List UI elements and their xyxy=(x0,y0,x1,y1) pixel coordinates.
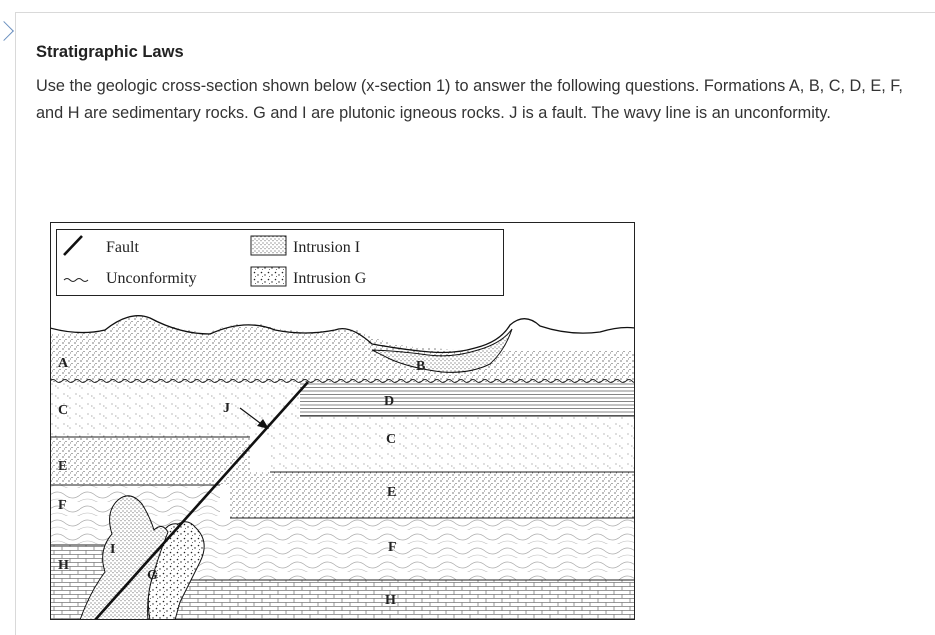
label-i: I xyxy=(110,542,115,557)
land-surface-line xyxy=(51,315,634,354)
layer-e-right xyxy=(230,472,634,518)
layer-a xyxy=(51,316,634,382)
label-g: G xyxy=(147,568,158,583)
layer-e-left xyxy=(51,437,250,485)
label-f-left: F xyxy=(58,498,67,513)
label-f-right: F xyxy=(388,540,397,555)
unconformity-legend-icon xyxy=(63,278,89,282)
fault-arrow-head xyxy=(257,419,269,429)
label-e-left: E xyxy=(58,459,67,474)
fault-legend-icon xyxy=(63,235,83,256)
label-j: J xyxy=(223,401,230,416)
layer-c-right xyxy=(270,416,634,472)
page-left-rule xyxy=(15,12,16,635)
question-body: Use the geologic cross-section shown bel… xyxy=(36,77,903,122)
label-b: B xyxy=(416,359,425,374)
label-h-right: H xyxy=(385,593,396,608)
page-top-rule xyxy=(15,12,935,13)
label-a-left: A xyxy=(58,356,69,371)
label-e-right: E xyxy=(387,485,396,500)
fault-line xyxy=(94,381,309,619)
intrusion-i xyxy=(79,495,169,619)
intrusion-g-legend-swatch xyxy=(250,266,287,287)
cross-section-svg: Fault Unconformity Intrusion I Intrusion… xyxy=(50,222,635,620)
intrusion-i-legend-swatch xyxy=(250,235,287,256)
legend-intrusion-i-label: Intrusion I xyxy=(293,239,360,256)
layer-h-right xyxy=(160,580,634,619)
figure-frame xyxy=(50,222,635,620)
cross-section-figure: Fault Unconformity Intrusion I Intrusion… xyxy=(50,222,635,620)
layer-b xyxy=(371,328,513,373)
legend-fault-label: Fault xyxy=(106,239,139,256)
question-title: Stratigraphic Laws xyxy=(36,43,184,61)
layer-d-right xyxy=(300,382,634,416)
label-c-right: C xyxy=(386,432,396,447)
unconformity-line xyxy=(51,379,634,383)
label-h-left: H xyxy=(58,558,69,573)
label-c-left: C xyxy=(58,403,68,418)
legend-unconformity-label: Unconformity xyxy=(106,270,197,287)
label-d-right: D xyxy=(384,394,394,409)
legend-intrusion-g-label: Intrusion G xyxy=(293,270,367,287)
layer-f-right xyxy=(190,518,634,580)
chevron-right-icon[interactable] xyxy=(0,21,14,41)
